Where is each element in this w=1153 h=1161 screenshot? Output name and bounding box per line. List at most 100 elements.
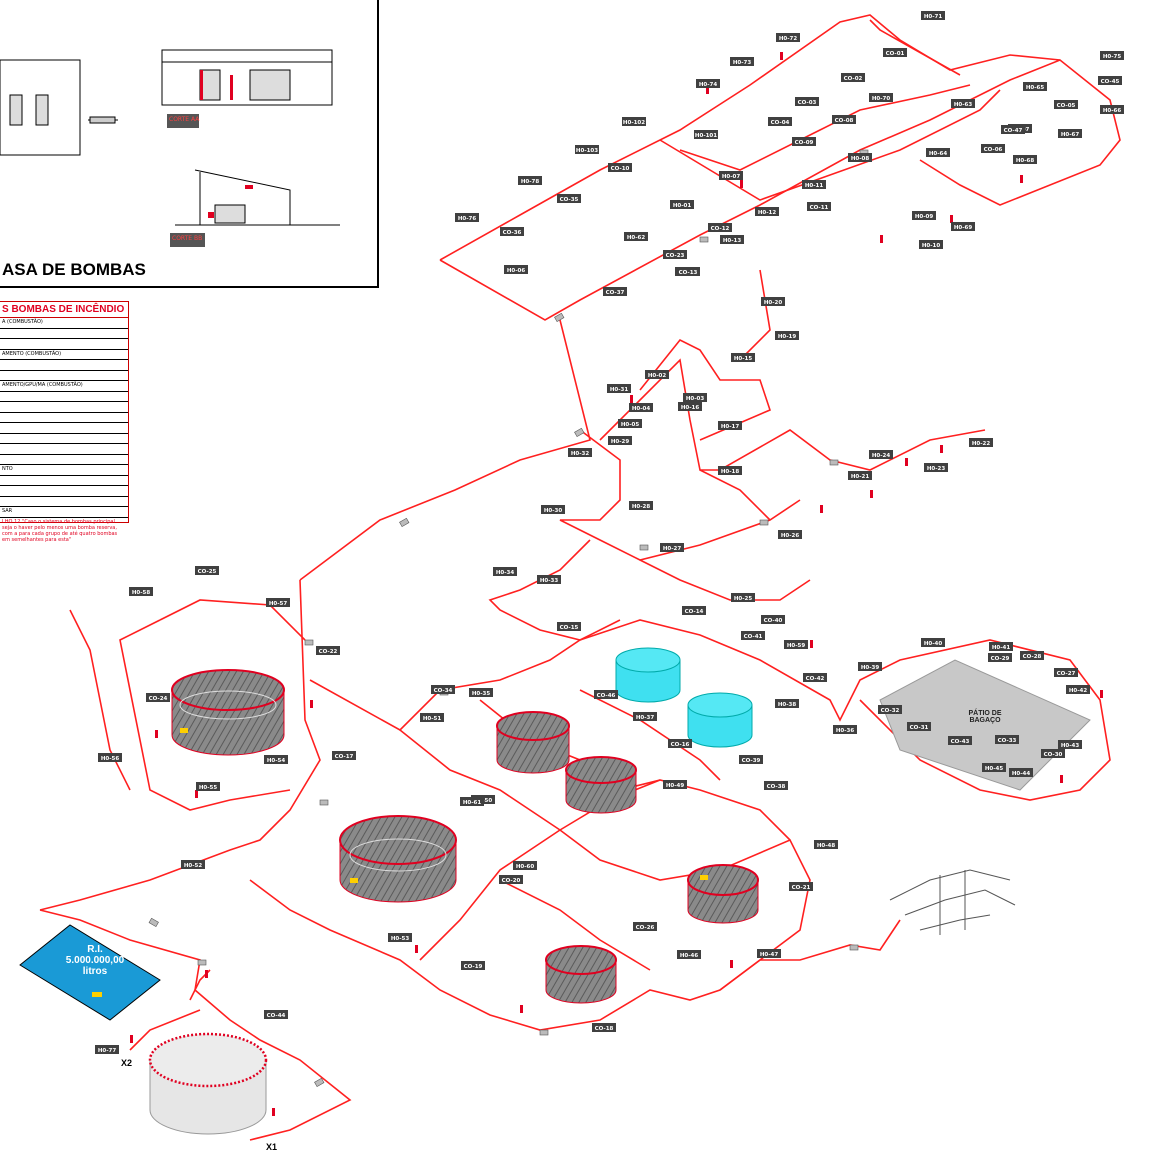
hydrant-tag-box <box>678 402 702 411</box>
hydrant-tag-label: CO-39 <box>742 758 761 764</box>
hydrant-tag-box <box>792 137 816 146</box>
pump-house-drawings <box>0 49 340 226</box>
hydrant-tag-box <box>907 722 931 731</box>
hydrant-tag: H0-59 <box>784 640 808 649</box>
hydrant-tag-label: H0-46 <box>680 953 699 959</box>
hydrant-tag-label: H0-07 <box>722 174 741 180</box>
hydrant-tag: CO-12 <box>708 223 732 232</box>
hydrant-tag-box <box>1023 82 1047 91</box>
hydrant-tag: H0-61 <box>460 797 484 806</box>
hydrant-tag: CO-19 <box>461 961 485 970</box>
hydrant-tag-box <box>919 240 943 249</box>
hydrant-tag: H0-17 <box>718 421 742 430</box>
hydrant-tag-box <box>757 949 781 958</box>
hydrant-tag: CO-34 <box>431 685 455 694</box>
hydrant-tag-box <box>795 97 819 106</box>
hydrant-tag: H0-66 <box>1100 105 1124 114</box>
hydrant-tag-box <box>557 194 581 203</box>
hydrant-tag-label: H0-22 <box>972 441 991 447</box>
hydrant-tag-label: H0-51 <box>423 716 442 722</box>
hydrant-tag-box <box>764 781 788 790</box>
hydrant-tag-label: CO-11 <box>810 205 829 211</box>
hydrant-tag-label: CO-23 <box>666 253 685 259</box>
hydrant-tag-label: CO-34 <box>434 688 453 694</box>
section-label-aa: CORTE AA <box>169 116 200 123</box>
pump-table-row <box>0 476 128 486</box>
hydrant-tag-box <box>332 751 356 760</box>
hydrant-tag-box <box>645 370 669 379</box>
hydrant-tag-label: H0-41 <box>992 645 1011 651</box>
hydrant-tag-box <box>948 736 972 745</box>
hydrant-tag-label: H0-68 <box>1016 158 1035 164</box>
hydrant-tag-label: H0-37 <box>636 715 655 721</box>
hydrant-tag-label: H0-30 <box>544 508 563 514</box>
hydrant-tag-label: H0-39 <box>861 665 880 671</box>
hydrant-tag-box <box>741 631 765 640</box>
hydrant-tag-box <box>603 287 627 296</box>
hydrant-tag-box <box>814 840 838 849</box>
hydrant-tag-label: H0-12 <box>758 210 777 216</box>
pump-house-frame <box>0 0 379 288</box>
hydrant-tag: H0-12 <box>755 207 779 216</box>
hydrant-tag-label: H0-25 <box>734 596 753 602</box>
hydrant-tag-box <box>541 505 565 514</box>
hydrant-tag: CO-23 <box>663 250 687 259</box>
hydrant-tag: H0-21 <box>848 471 872 480</box>
hydrant-tag-box <box>607 384 631 393</box>
hydrant-tag-box <box>708 223 732 232</box>
hydrant-tag: CO-31 <box>907 722 931 731</box>
hydrant-tag: CO-43 <box>948 736 972 745</box>
hydrant-tag-box <box>802 180 826 189</box>
hydrant-tag: H0-60 <box>513 861 537 870</box>
hydrant-tag-label: H0-31 <box>610 387 629 393</box>
hydrant-tag-label: CO-42 <box>806 676 825 682</box>
hydrant-tag-label: CO-13 <box>679 270 698 276</box>
hydrant-tag: H0-11 <box>802 180 826 189</box>
hydrant-tag-box <box>316 646 340 655</box>
hydrant-tag-box <box>731 593 755 602</box>
hydrant-tag-box <box>460 797 484 806</box>
hydrant-tag-box <box>1100 105 1124 114</box>
hydrant-tag-box <box>146 693 170 702</box>
hydrant-tag: CO-03 <box>795 97 819 106</box>
hydrant-tag-box <box>789 882 813 891</box>
hydrant-tag-layer: H0-71H0-72H0-73H0-74H0-75H0-76H0-78H0-10… <box>95 11 1124 1054</box>
hydrant-tag: H0-62 <box>624 232 648 241</box>
hydrant-tag-box <box>264 1010 288 1019</box>
hydrant-tag: H0-102 <box>622 117 646 126</box>
hydrant-tag: H0-45 <box>982 763 1006 772</box>
hydrant-tag-label: H0-16 <box>681 405 700 411</box>
hydrant-tag-box <box>633 712 657 721</box>
hydrant-tag-box <box>629 501 653 510</box>
hydrant-tag-label: CO-22 <box>319 649 338 655</box>
hydrant-tag: CO-40 <box>761 615 785 624</box>
hydrant-tag-label: CO-03 <box>798 100 817 106</box>
hydrant-tag-label: CO-44 <box>267 1013 286 1019</box>
hydrant-tag-box <box>1001 125 1025 134</box>
hydrant-tag-label: H0-61 <box>463 800 482 806</box>
hydrant-tag: H0-35 <box>469 688 493 697</box>
fire-pump-table: S BOMBAS DE INCÊNDIO A (COMBUSTÃO)AMENTO… <box>0 301 129 543</box>
hydrant-tag-label: CO-47 <box>1004 128 1023 134</box>
hydrant-tag: H0-06 <box>504 265 528 274</box>
hydrant-tag-label: CO-29 <box>991 656 1010 662</box>
hydrant-tag: CO-37 <box>603 287 627 296</box>
hydrant-tag: CO-39 <box>739 755 763 764</box>
hydrant-tag-label: H0-05 <box>621 422 640 428</box>
hydrant-tag: H0-19 <box>775 331 799 340</box>
hydrant-tag-box <box>663 250 687 259</box>
hydrant-tag-box <box>775 699 799 708</box>
reservoir-label: R.I. 5.000.000,00 litros <box>45 944 145 977</box>
hydrant-tag: CO-22 <box>316 646 340 655</box>
hydrant-tag-label: H0-62 <box>627 235 646 241</box>
hydrant-tag: CO-36 <box>500 227 524 236</box>
hydrant-tag-box <box>841 73 865 82</box>
hydrant-tag: H0-56 <box>98 753 122 762</box>
hydrant-tag-label: CO-20 <box>502 878 521 884</box>
hydrant-tag-label: H0-28 <box>632 504 651 510</box>
pump-table-row <box>0 329 128 339</box>
section-label-bb: CORTE BB <box>172 235 203 242</box>
hydrant-tag-label: CO-16 <box>671 742 690 748</box>
section-label-boxes <box>167 114 205 247</box>
